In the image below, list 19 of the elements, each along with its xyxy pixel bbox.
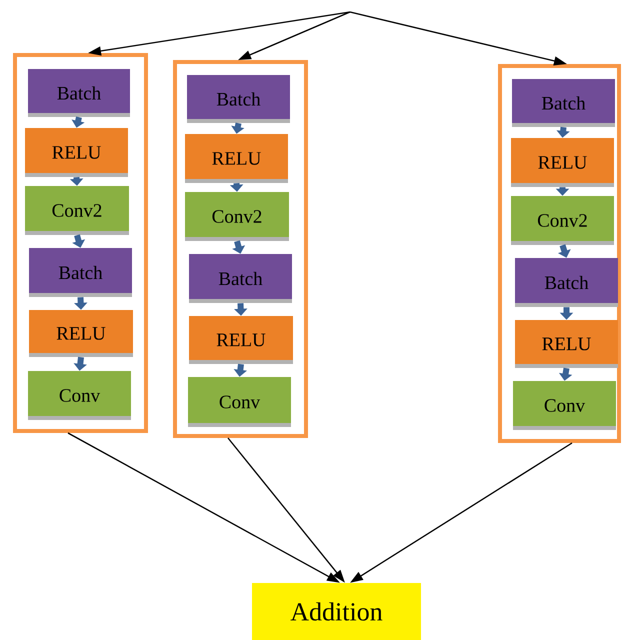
- layer-box: Batch: [189, 254, 292, 303]
- layer-box: Batch: [515, 258, 618, 307]
- layer-box: Batch: [29, 248, 132, 297]
- layer-box: RELU: [515, 320, 618, 368]
- layer-box: RELU: [511, 138, 614, 187]
- layer-box: RELU: [185, 134, 288, 183]
- layer-box: Conv: [28, 371, 131, 420]
- layer-box: RELU: [189, 316, 293, 364]
- layer-box: Batch: [28, 69, 130, 117]
- layer-box: Batch: [187, 75, 290, 123]
- layer-box: RELU: [25, 128, 128, 177]
- layer-box: Conv: [188, 377, 291, 427]
- layer-box: Conv: [513, 381, 616, 430]
- layer-box: Conv2: [185, 192, 289, 241]
- layer-box: Conv2: [25, 186, 129, 235]
- layer-box: Batch: [512, 79, 615, 127]
- layer-box: Conv2: [511, 196, 614, 245]
- addition-box: Addition: [252, 583, 421, 640]
- layer-box: RELU: [29, 310, 133, 357]
